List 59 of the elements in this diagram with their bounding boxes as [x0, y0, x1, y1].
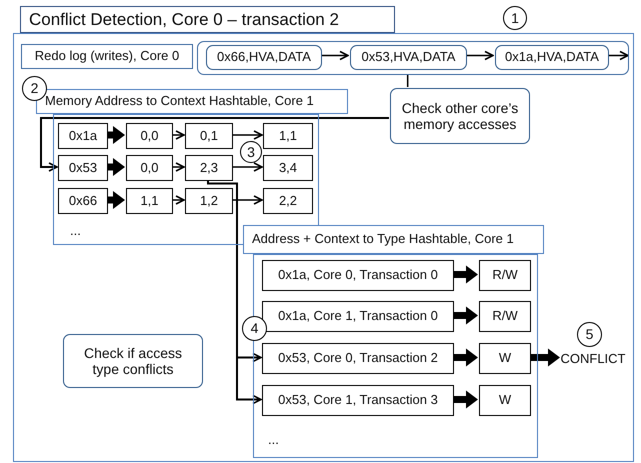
context-cell: 1,2	[185, 188, 233, 214]
log-entry: 0x1a,HVA,DATA	[495, 45, 609, 70]
arrow	[232, 162, 263, 172]
arrow	[607, 50, 629, 60]
step-number: 5	[577, 322, 602, 347]
context-cell: 0,1	[185, 123, 233, 149]
result-text: CONFLICT	[561, 350, 625, 368]
address-cell: 0x53	[58, 155, 108, 181]
key-cell: 0x53, Core 1, Transaction 3	[262, 385, 454, 416]
arrow	[320, 50, 349, 60]
redo-log-list	[197, 41, 629, 75]
arrow	[172, 195, 185, 205]
context-cell: 2,3	[185, 155, 233, 181]
arrow	[207, 180, 262, 404]
arrow	[453, 390, 478, 408]
arrow	[107, 158, 125, 176]
table-heading: Memory Address to Context Hashtable, Core 1	[36, 89, 348, 114]
step-number: 4	[242, 316, 267, 341]
arrow	[530, 348, 560, 366]
arrow	[232, 130, 263, 140]
context-cell: 2,2	[263, 188, 313, 214]
key-cell: 0x53, Core 0, Transaction 2	[262, 343, 454, 374]
arrow	[465, 50, 494, 60]
address-cell: 0x66	[58, 188, 108, 214]
arrow	[107, 126, 125, 144]
callout-box: Check other core’s memory accesses	[390, 88, 530, 144]
diagram-title: Conflict Detection, Core 0 – transaction 2	[20, 6, 395, 33]
frame	[13, 33, 634, 462]
type-cell: R/W	[479, 260, 531, 291]
arrow	[453, 266, 478, 284]
step-number: 1	[503, 6, 527, 30]
table-heading: Address + Context to Type Hashtable, Core 1	[243, 225, 544, 254]
context-cell: 1,1	[126, 188, 173, 214]
ellipsis-text: ...	[268, 432, 279, 447]
step-number: 3	[240, 141, 262, 163]
key-cell: 0x1a, Core 0, Transaction 0	[262, 260, 454, 291]
arrow	[453, 306, 478, 324]
type-cell: W	[479, 343, 531, 374]
log-entry: 0x53,HVA,DATA	[350, 45, 467, 70]
arrow	[232, 195, 263, 205]
table-label: Redo log (writes), Core 0	[21, 44, 193, 69]
step-number: 2	[22, 76, 47, 101]
arrow	[40, 117, 389, 172]
arrow	[172, 162, 185, 172]
context-cell: 3,4	[263, 155, 313, 181]
context-cell: 0,0	[126, 155, 173, 181]
arrow	[107, 191, 125, 209]
type-cell: R/W	[479, 301, 531, 332]
arrow	[172, 130, 185, 140]
connector-line	[406, 74, 408, 87]
arrow	[453, 348, 478, 366]
type-cell: W	[479, 385, 531, 416]
log-entry: 0x66,HVA,DATA	[206, 45, 322, 70]
address-cell: 0x1a	[58, 123, 108, 149]
ellipsis-text: ...	[70, 223, 81, 238]
context-cell: 1,1	[263, 123, 313, 149]
callout-box: Check if access type conflicts	[63, 334, 203, 388]
context-cell: 0,0	[126, 123, 173, 149]
key-cell: 0x1a, Core 1, Transaction 0	[262, 301, 454, 332]
